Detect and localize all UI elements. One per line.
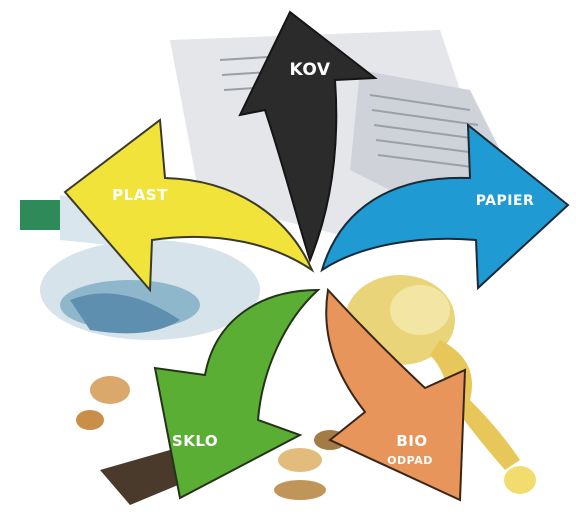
arrow-sklo: SKLO — [153, 288, 321, 500]
arrow-kov: KOV — [238, 10, 378, 263]
arrow-bio-odpad: BIO ODPAD — [325, 287, 467, 502]
arrow-kov-shape — [238, 10, 378, 263]
label-plast: PLAST — [112, 186, 168, 204]
label-sklo: SKLO — [172, 432, 218, 450]
bottle-icon — [100, 450, 190, 505]
arrow-papier-shape — [320, 122, 570, 291]
arrow-bio-shape — [325, 287, 467, 502]
label-papier: PAPIER — [476, 193, 535, 209]
arrow-sklo-shape — [153, 288, 321, 500]
label-kov: KOV — [289, 60, 330, 80]
label-bio-line1: BIO — [396, 432, 427, 450]
arrow-plast-shape — [63, 118, 315, 293]
bottle-cap-icon — [20, 200, 60, 230]
arrow-plast: PLAST — [63, 118, 315, 293]
arrow-papier: PAPIER — [320, 122, 570, 291]
label-bio-line2: ODPAD — [387, 454, 433, 467]
